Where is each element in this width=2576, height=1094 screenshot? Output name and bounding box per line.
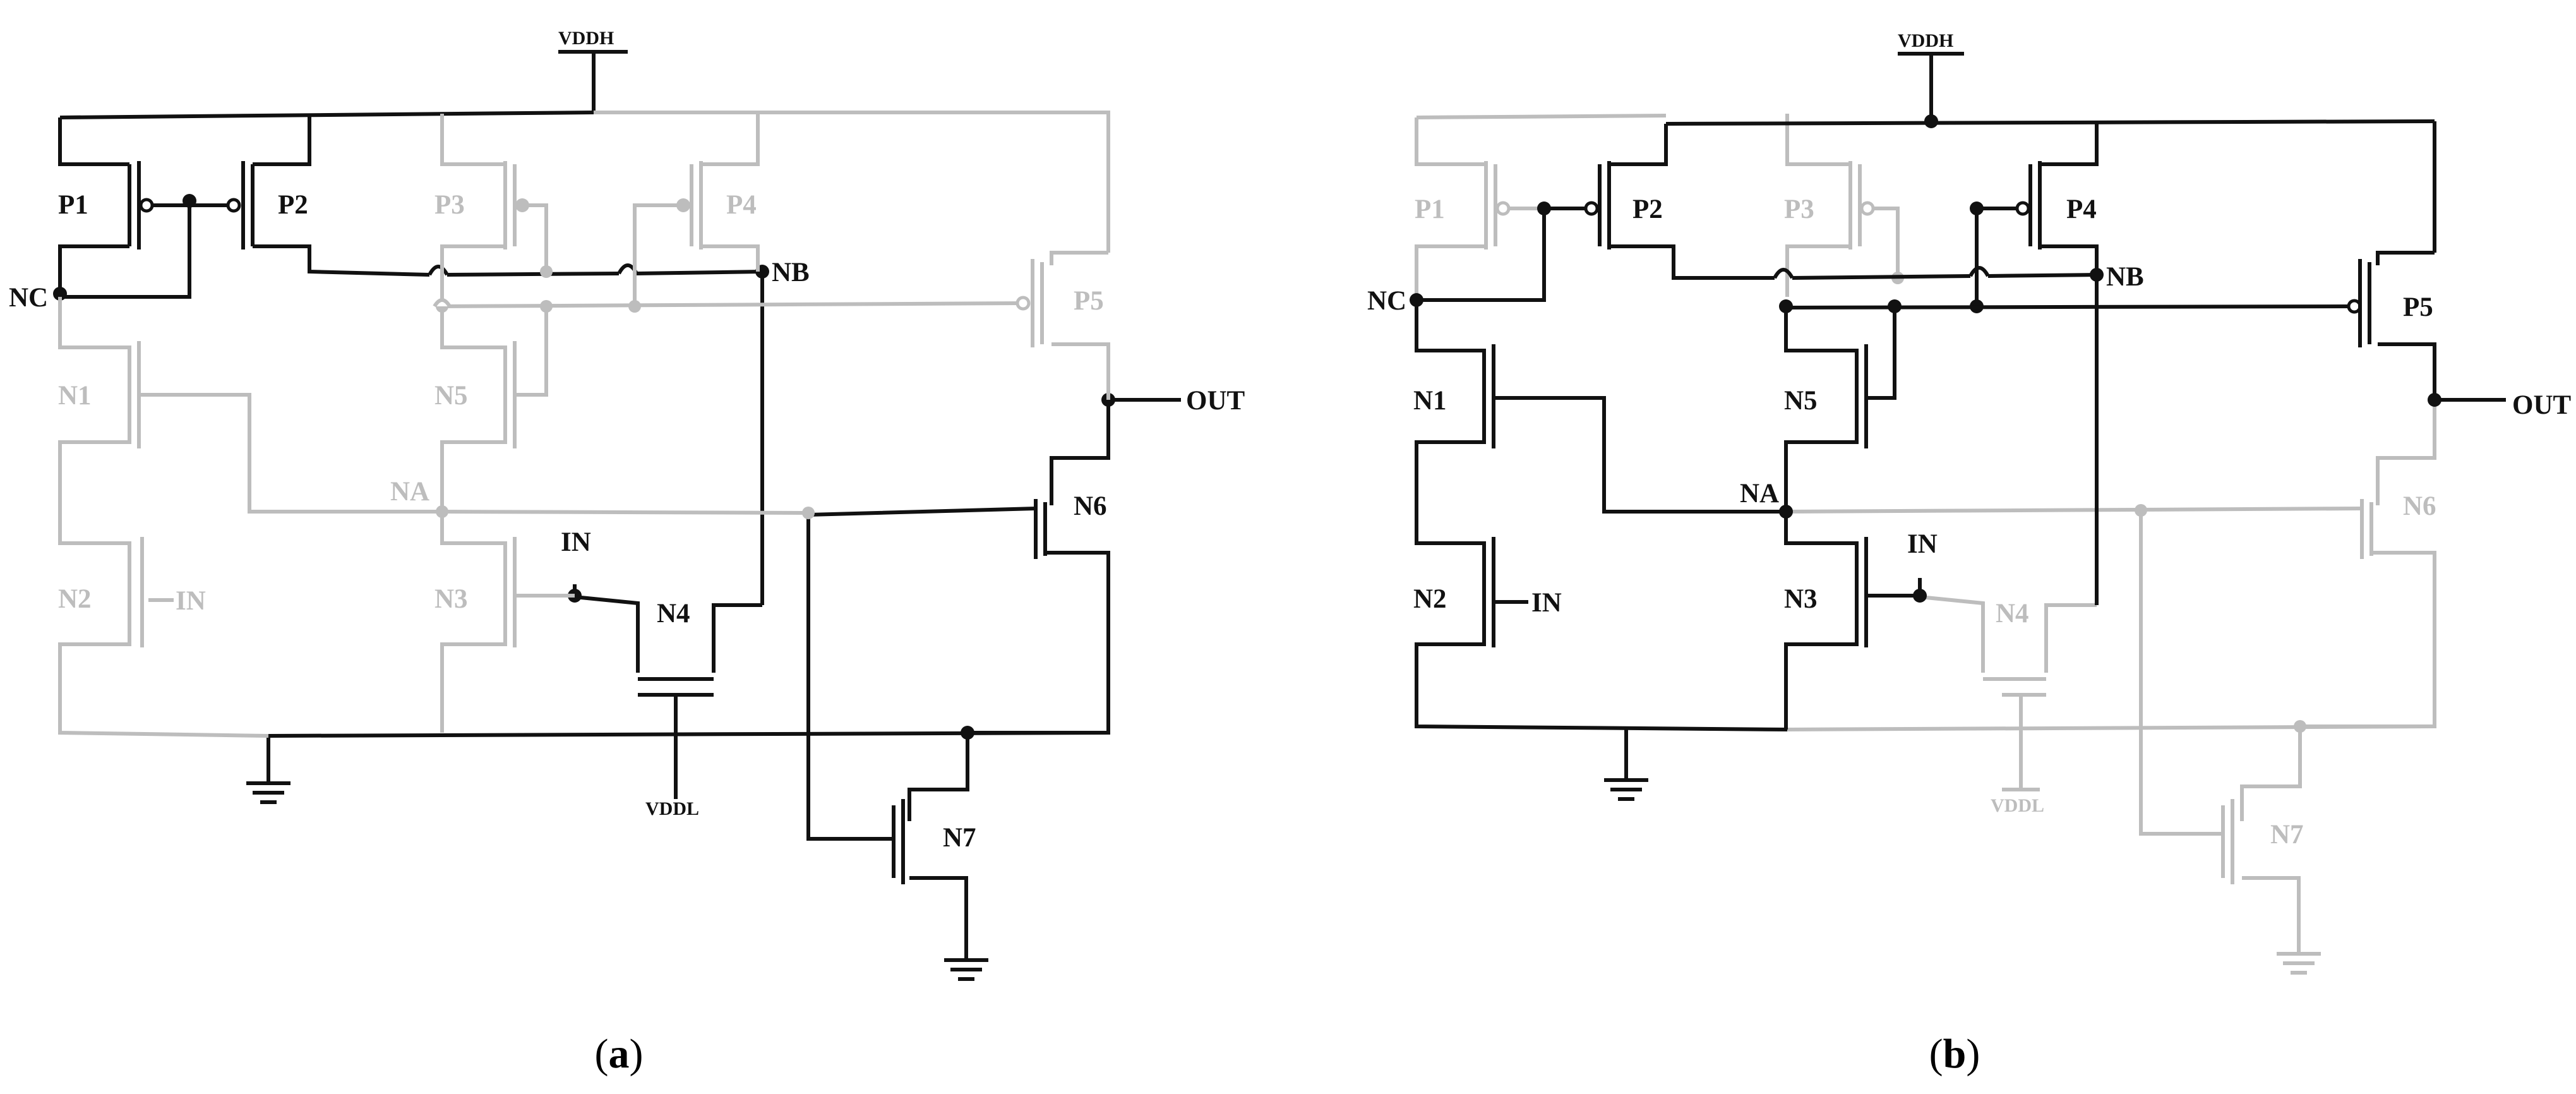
label-p3-b: P3 — [1784, 195, 1814, 224]
label-n5: N5 — [434, 381, 468, 411]
label-n4: N4 — [657, 599, 690, 628]
label-nc: NC — [9, 283, 48, 313]
label-n7: N7 — [943, 823, 976, 853]
label-n3: N3 — [434, 584, 468, 614]
label-n1: N1 — [58, 381, 92, 411]
label-in-n2-b: IN — [1531, 588, 1562, 618]
label-p4-b: P4 — [2066, 195, 2097, 224]
label-p1: P1 — [58, 190, 88, 220]
label-nb: NB — [772, 258, 810, 287]
label-n6-b: N6 — [2403, 491, 2436, 521]
label-n2: N2 — [58, 584, 92, 614]
label-out: OUT — [1186, 386, 1245, 416]
label-out-b: OUT — [2512, 390, 2572, 420]
label-in-n3-b: IN — [1907, 529, 1938, 559]
label-p5: P5 — [1074, 286, 1104, 316]
label-in-n3: IN — [561, 527, 591, 557]
label-n2-b: N2 — [1413, 584, 1447, 614]
label-n4-b: N4 — [1996, 599, 2029, 628]
label-p2-b: P2 — [1632, 195, 1663, 224]
vddl-label-b: VDDL — [1991, 795, 2044, 816]
panel-b-labels: VDDH VDDL P1 P2 P3 P4 P5 N1 N2 N3 N4 N5 … — [1367, 30, 2572, 1077]
label-n7-b: N7 — [2270, 820, 2304, 850]
vddh-label-b: VDDH — [1898, 30, 1953, 51]
label-p5-b: P5 — [2403, 292, 2433, 322]
caption-a: (a) — [595, 1031, 644, 1077]
label-na: NA — [390, 477, 429, 507]
panel-a: VDDH VDDL P1 P2 P3 P4 P5 N1 N2 N3 N4 N5 … — [9, 28, 1245, 1077]
vddl-label: VDDL — [645, 798, 699, 819]
label-n6: N6 — [1074, 491, 1107, 521]
panel-a-schematic — [53, 52, 1181, 979]
label-p4: P4 — [726, 190, 757, 220]
label-p1-b: P1 — [1415, 195, 1445, 224]
label-n1-b: N1 — [1413, 386, 1447, 416]
label-n5-b: N5 — [1784, 386, 1818, 416]
label-n3-b: N3 — [1784, 584, 1818, 614]
label-p3: P3 — [434, 190, 465, 220]
vddh-label: VDDH — [558, 28, 614, 49]
label-nb-b: NB — [2106, 262, 2144, 292]
panel-b — [1410, 52, 2506, 975]
label-in-n2: IN — [176, 586, 206, 616]
caption-b: (b) — [1929, 1031, 1980, 1077]
label-p2: P2 — [278, 190, 308, 220]
label-na-b: NA — [1740, 479, 1779, 508]
label-nc-b: NC — [1367, 286, 1406, 316]
